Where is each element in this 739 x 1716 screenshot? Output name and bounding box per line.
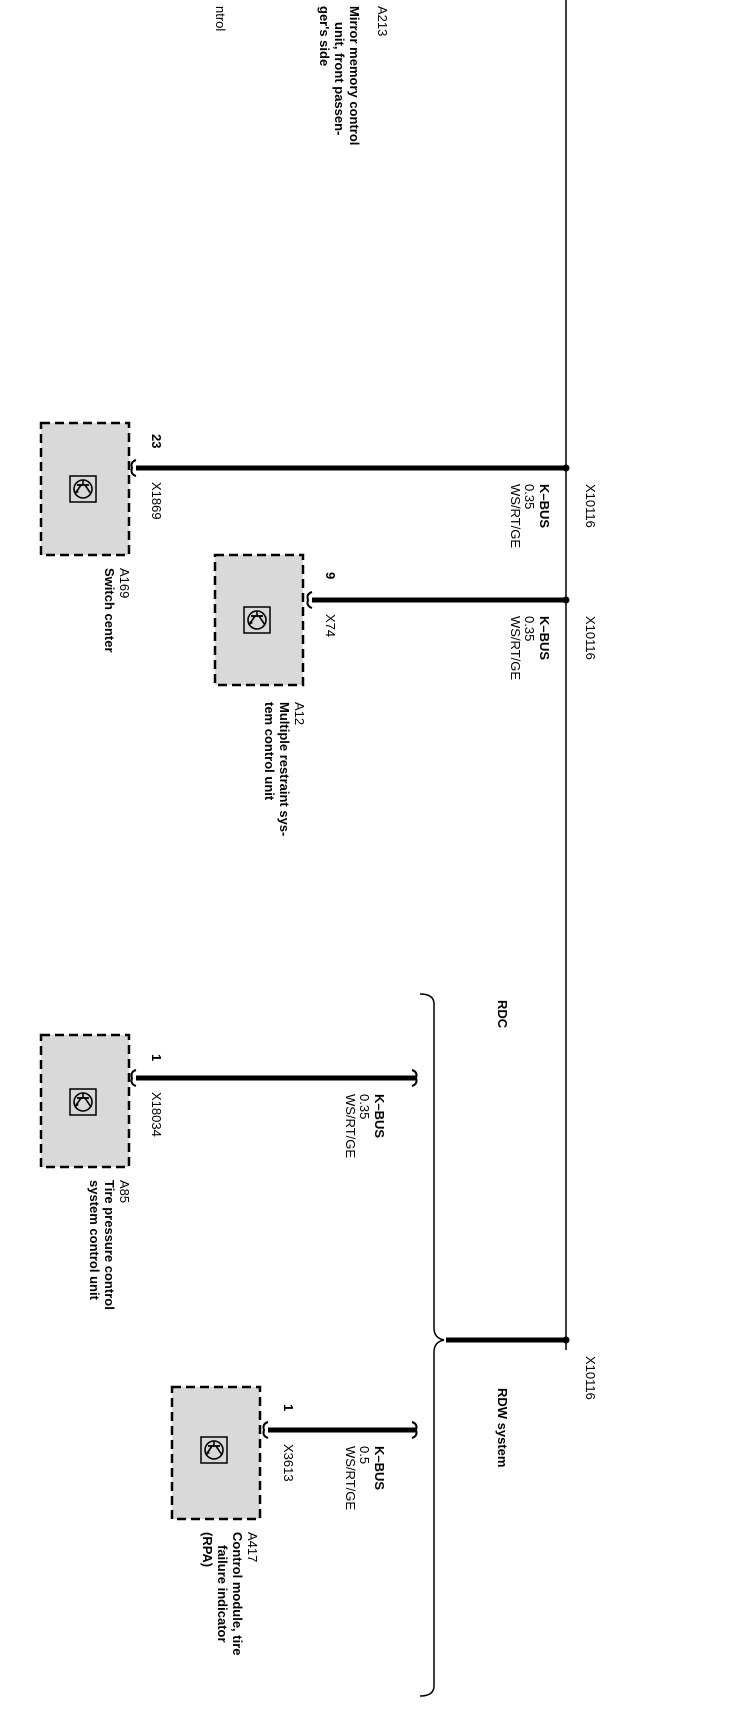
connector-label: X10116	[583, 484, 598, 528]
component-name: failure indicator	[215, 1545, 230, 1643]
plug-hook	[262, 1421, 269, 1439]
bus-end-hook	[411, 1421, 418, 1439]
pin-number: 1	[149, 1054, 164, 1061]
wire-gauge: 0.35	[522, 484, 537, 509]
plug-label: X3613	[281, 1444, 296, 1482]
component-name: system control unit	[87, 1180, 102, 1301]
pin-number: 23	[149, 434, 164, 448]
top-left-fragment: ntrol	[213, 6, 228, 31]
transistor-icon	[200, 1436, 228, 1464]
wire-color: WS/RT/GE	[343, 1094, 358, 1158]
system-connector-label: X10116	[583, 1356, 598, 1400]
tire-pressure-branch: K–BUS 0.35 WS/RT/GE 1 X18034 A85 Tire pr…	[39, 1033, 418, 1310]
wire-color: WS/RT/GE	[508, 484, 523, 548]
plug-hook	[130, 1069, 137, 1087]
component-name: Tire pressure control	[102, 1180, 117, 1310]
svg-text:A213: A213	[375, 6, 390, 36]
component-id: A85	[117, 1180, 132, 1203]
wire-label: K–BUS	[537, 484, 552, 528]
wire-color: WS/RT/GE	[508, 616, 523, 680]
rdc-group-label: RDC	[495, 1000, 510, 1029]
wire-gauge: 0.35	[522, 616, 537, 641]
component-name: tem control unit	[262, 702, 277, 801]
wire-label: K–BUS	[537, 616, 552, 660]
transistor-icon	[69, 475, 97, 503]
plug-hook	[130, 459, 137, 477]
restraint-branch: X10116 K–BUS 0.35 WS/RT/GE 9 X74 A12 Mul…	[213, 553, 598, 836]
wire-gauge: 0.35	[357, 1094, 372, 1119]
switch-center-branch: X10116 K–BUS 0.35 WS/RT/GE 23 X1869 A169…	[39, 421, 598, 653]
connector-label: X10116	[583, 616, 598, 660]
component-name: Switch center	[102, 568, 117, 653]
bus-end-hook	[411, 1069, 418, 1087]
svg-text:ger's side: ger's side	[317, 6, 332, 66]
transistor-icon	[243, 606, 271, 634]
plug-hook	[306, 591, 313, 609]
wire-color: WS/RT/GE	[343, 1446, 358, 1510]
component-name: (RPA)	[200, 1532, 215, 1567]
transistor-icon	[69, 1088, 97, 1116]
rdw-group-label: RDW system	[495, 1388, 510, 1467]
wire-label: K–BUS	[372, 1446, 387, 1490]
pin-number: 9	[323, 572, 338, 579]
component-name: Control module, tire	[230, 1532, 245, 1656]
plug-label: X18034	[149, 1092, 164, 1137]
wire-label: K–BUS	[372, 1094, 387, 1138]
component-id: A12	[292, 702, 307, 725]
plug-label: X74	[323, 614, 338, 637]
component-id: A169	[117, 568, 132, 598]
svg-text:Mirror memory control: Mirror memory control	[347, 6, 362, 145]
rpa-branch: K–BUS 0.5 WS/RT/GE 1 X3613 A417 Control …	[170, 1385, 418, 1656]
plug-label: X1869	[149, 482, 164, 520]
pin-number: 1	[281, 1404, 296, 1411]
component-name: Multiple restraint sys-	[277, 702, 292, 836]
group-bracket	[419, 993, 445, 1697]
mirror-control-unit-label: A213 Mirror memory control unit, front p…	[317, 6, 390, 145]
component-id: A417	[245, 1532, 260, 1562]
svg-text:unit, front passen-: unit, front passen-	[332, 22, 347, 135]
wire-gauge: 0.5	[357, 1446, 372, 1464]
